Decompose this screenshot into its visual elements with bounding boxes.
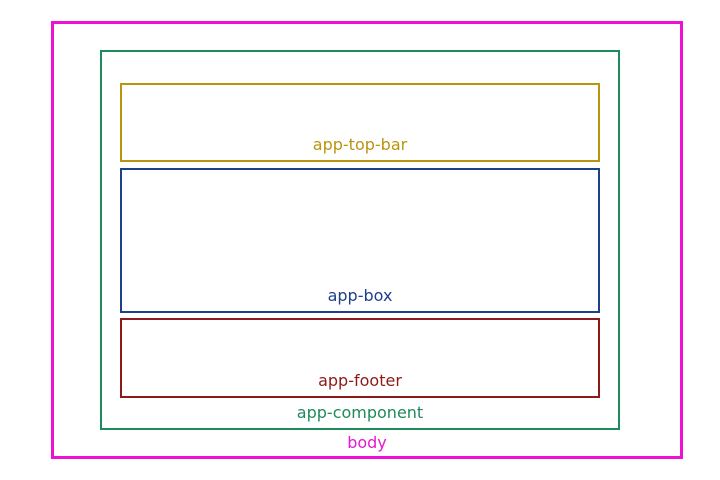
app-box-label: app-box [327,286,393,305]
app-top-bar-label: app-top-bar [312,135,408,154]
body-label: body [347,433,387,452]
body-container: body [51,21,683,459]
app-component-label: app-component [296,403,424,422]
app-footer-label: app-footer [318,371,402,390]
app-box-container: app-box [120,168,600,313]
app-footer-container: app-footer [120,318,600,398]
app-top-bar-container: app-top-bar [120,83,600,162]
app-component-container: app-component [100,50,620,430]
